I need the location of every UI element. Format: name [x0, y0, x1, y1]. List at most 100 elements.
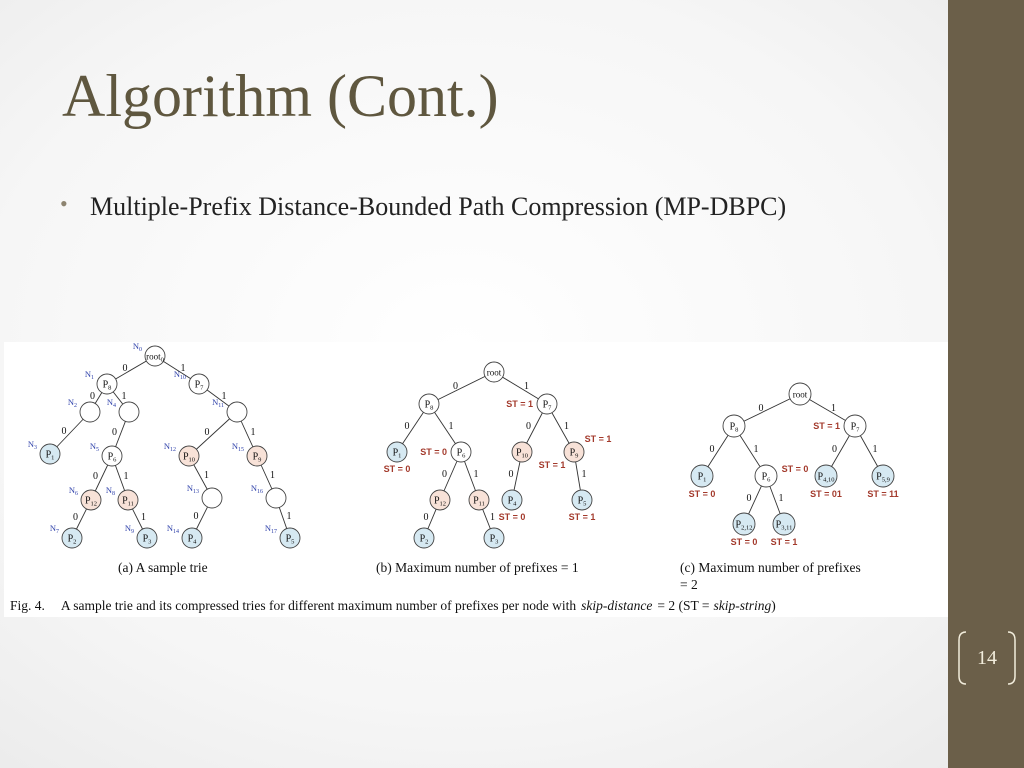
node-label: P7	[851, 422, 861, 434]
edge-bit-label: 0	[526, 421, 531, 432]
edge-bit-label: 1	[181, 363, 186, 374]
trie-node	[96, 373, 118, 395]
node-label: P3	[490, 534, 499, 546]
trie-node	[201, 487, 223, 509]
skip-string-label: ST = 01	[810, 489, 842, 499]
trie-node	[571, 489, 593, 511]
node-id-label: N8	[106, 485, 115, 497]
trie-edge	[733, 393, 801, 427]
node-id-label: N6	[69, 485, 78, 497]
edge-bit-label: 1	[251, 427, 256, 438]
edge-bit-label: 1	[582, 469, 587, 480]
trie-node	[468, 489, 490, 511]
edge-bit-label: 0	[747, 493, 752, 504]
node-id-label: N17	[265, 523, 277, 535]
trie-node	[144, 345, 166, 367]
node-label: P1	[393, 448, 402, 460]
node-id-label: N5	[90, 441, 99, 453]
edge-bit-label: 0	[73, 512, 78, 523]
page-number: 14	[977, 647, 997, 669]
edge-bit-label: 1	[474, 469, 479, 480]
edge-bit-label: 1	[222, 391, 227, 402]
skip-string-label: ST = 1	[585, 434, 612, 444]
edge-bit-label: 1	[524, 381, 529, 392]
node-label: P7	[543, 400, 553, 412]
skip-string-label: ST = 0	[499, 512, 526, 522]
trie-node	[188, 373, 210, 395]
edge-bit-label: 0	[509, 469, 514, 480]
skip-string-label: ST = 11	[867, 489, 898, 499]
trie-node	[732, 512, 756, 536]
edge-bit-label: 0	[405, 421, 410, 432]
slide-title: Algorithm (Cont.)	[62, 63, 499, 129]
trie-node	[101, 445, 123, 467]
trie-node	[563, 441, 585, 463]
edge-bit-label: 1	[287, 511, 292, 522]
node-id-label: N4	[107, 397, 116, 409]
node-label: P11	[122, 496, 134, 508]
trie-node	[226, 401, 248, 423]
skip-string-label: ST = 0	[420, 447, 447, 457]
edge-bit-label: 0	[759, 403, 764, 414]
page-number-box: 14	[956, 630, 1018, 686]
node-label: P8	[103, 380, 112, 392]
subcaption-a: (a) A sample trie	[118, 560, 208, 575]
skip-string-label: ST = 0	[384, 464, 411, 474]
node-id-label: N3	[28, 439, 37, 451]
trie-node	[79, 401, 101, 423]
caption-mid: = 2 (ST =	[657, 598, 709, 613]
edge-bit-label: 0	[194, 511, 199, 522]
node-id-label: N15	[232, 441, 244, 453]
skip-string-label: ST = 0	[689, 489, 716, 499]
page-number-brackets-icon	[958, 631, 1016, 685]
node-label: root0	[146, 352, 164, 364]
bullet-dot-icon: •	[60, 191, 68, 216]
node-label: P4	[508, 496, 518, 508]
trie-node	[511, 441, 533, 463]
edge-bit-label: 0	[205, 427, 210, 438]
node-id-label: N12	[164, 441, 176, 453]
sidebar-accent-bar	[948, 0, 1024, 768]
skip-string-label: ST = 1	[569, 512, 596, 522]
trie-node	[246, 445, 268, 467]
node-id-label: N16	[251, 483, 263, 495]
trie-node	[772, 512, 796, 536]
edge-bit-label: 0	[62, 426, 67, 437]
edge-bit-label: 1	[873, 444, 878, 455]
node-label: P3	[143, 534, 152, 546]
caption-end: )	[771, 598, 776, 613]
edge-bit-label: 0	[710, 444, 715, 455]
trie-node	[814, 464, 838, 488]
subcaption-c-line2: = 2	[680, 577, 698, 592]
node-label: root	[487, 368, 502, 378]
node-label: P6	[762, 472, 772, 484]
edge-bit-label: 1	[449, 421, 454, 432]
trie-node	[754, 464, 778, 488]
node-label: P1	[698, 472, 707, 484]
trie-node	[80, 489, 102, 511]
trie-edge	[428, 371, 495, 405]
edge-bit-label: 0	[93, 471, 98, 482]
trie-node	[39, 443, 61, 465]
node-label: P7	[195, 380, 205, 392]
skip-string-label: ST = 1	[771, 537, 798, 547]
edge-bit-label: 1	[270, 470, 275, 481]
trie-node	[871, 464, 895, 488]
edge-bit-label: 1	[124, 471, 129, 482]
node-id-label: N9	[125, 523, 134, 535]
figure-caption: Fig. 4.A sample trie and its compressed …	[10, 598, 776, 613]
node-label: P6	[108, 452, 118, 464]
edge-bit-label: 1	[141, 512, 146, 523]
edge-bit-label: 1	[204, 470, 209, 481]
trie-node	[117, 489, 139, 511]
node-id-label: N13	[187, 483, 199, 495]
node-label: P9	[570, 448, 579, 460]
trie-edge	[188, 411, 238, 457]
subcaption-c-line1: (c) Maximum number of prefixes	[680, 560, 861, 575]
trie-node	[118, 401, 140, 423]
node-id-label: N14	[167, 523, 179, 535]
